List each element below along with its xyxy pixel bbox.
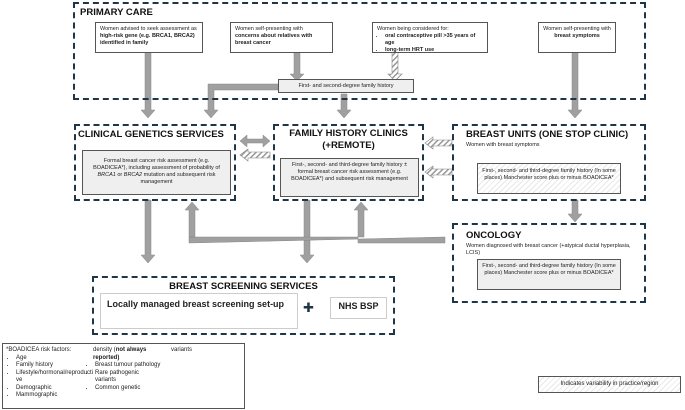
footnote-box: *BOADICEA risk factors: AgeFamily histor… [2, 343, 245, 409]
text: Women self-presenting with [543, 26, 611, 32]
text: BRCA2 [123, 172, 143, 178]
text-bold: concerns about relatives with breast can… [235, 33, 313, 46]
text-bold: ) [117, 354, 120, 361]
breast-screening-section [92, 276, 395, 335]
arrow-genetics-to-screening [140, 199, 156, 264]
text: Formal breast cancer risk assessment (e.… [93, 158, 220, 171]
breast-units-title: BREAST UNITS (ONE STOP CLINIC) [466, 129, 629, 140]
legend-hatched: Indicates variability in practice/region [538, 376, 681, 393]
text: BRCA1 [97, 172, 116, 178]
risk-factor: Demographic [16, 385, 94, 393]
breast-units-section [452, 124, 646, 201]
family-history-clinics-section [273, 124, 424, 201]
arrow-concerns-to-fh [289, 51, 305, 82]
family-history-clinics-box: First-, second- and third-degree family … [280, 158, 419, 197]
pill-hrt-box: Women being considered for:oral contrace… [372, 22, 488, 53]
oncology-title: ONCOLOGY [466, 230, 522, 241]
primary-care-section [73, 2, 646, 100]
title-line: FAMILY HISTORY CLINICS [289, 128, 408, 139]
text: Women advised to seek assessment as [100, 26, 197, 32]
concerns-box: Women self-presenting with concerns abou… [230, 22, 333, 53]
primary-care-title: PRIMARY CARE [80, 7, 153, 18]
oncology-subtitle: Women diagnosed with breast cancer (+aty… [466, 243, 631, 256]
oncology-box: First-, second- and third-degree family … [477, 259, 621, 290]
density-text: density (not always reported) [93, 347, 161, 362]
text-bold: breast symptoms [554, 33, 600, 39]
local-screening-box: Locally managed breast screening set-up [100, 293, 298, 329]
breast-units-subtitle: Women with breast symptoms [466, 142, 540, 148]
text-bold: not always reported [93, 347, 147, 361]
footnote-heading: *BOADICEA risk factors: [6, 347, 72, 353]
risk-factor: Common genetic [95, 385, 161, 393]
family-history-bar: First- and second-degree family history [278, 79, 414, 93]
clinical-genetics-section [74, 124, 236, 201]
item: long-term HRT use [385, 47, 435, 53]
arrow-genetics-fh-double [239, 134, 271, 148]
symptoms-box: Women self-presenting with breast sympto… [538, 22, 616, 53]
text: Women being considered for: [377, 26, 449, 32]
risk-factor: Age [16, 355, 94, 363]
hatched-arrow-bu-to-clinics-2 [424, 165, 453, 179]
text: Women self-presenting with [235, 26, 303, 32]
arrow-fh-to-clinics [336, 93, 352, 119]
title-line: (+REMOTE) [322, 140, 375, 151]
arrow-clinics-to-screening [299, 199, 315, 264]
arrow-symptoms-to-breast-units [567, 51, 583, 119]
risk-factor-cont: variants [171, 347, 193, 353]
arrow-gene-to-genetics [140, 51, 156, 119]
risk-factor: Family history [16, 362, 94, 370]
risk-factor: Rare pathogenic variants [95, 370, 161, 385]
hatched-arrow-bu-to-clinics-1 [424, 136, 453, 150]
risk-factor: Lifestyle/hormonal/reproductive [16, 370, 94, 385]
clinical-genetics-box: Formal breast cancer risk assessment (e.… [82, 150, 231, 195]
risk-factor: Mammographic [16, 392, 94, 400]
text: or [115, 172, 124, 178]
breast-screening-title: BREAST SCREENING SERVICES [169, 281, 318, 292]
plus-icon: ✚ [303, 300, 314, 315]
text: mutation and subsequent risk management [140, 172, 216, 185]
arrow-oncology-return [184, 201, 446, 244]
text: density ( [93, 347, 116, 353]
clinical-genetics-title: CLINICAL GENETICS SERVICES [78, 129, 224, 140]
oncology-section [452, 223, 646, 303]
hatched-arrow-pill-to-fh [387, 51, 403, 82]
breast-units-box: First-, second- and third-degree family … [477, 163, 621, 194]
nhs-bsp-box: NHS BSP [330, 297, 387, 319]
arrow-breast-units-to-oncology [567, 199, 583, 223]
family-history-clinics-title: FAMILY HISTORY CLINICS(+REMOTE) [273, 128, 424, 152]
risk-factor: Breast tumour pathology [95, 362, 161, 370]
item: oral contraceptive pill >35 years of age [385, 33, 476, 46]
arrow-fh-to-genetics [203, 83, 279, 119]
text-bold: high-risk gene (e.g. BRCA1, BRCA2) ident… [100, 33, 195, 46]
hatched-arrow-clinics-to-genetics [239, 148, 271, 162]
gene-referral-box: Women advised to seek assessment as high… [95, 22, 203, 53]
